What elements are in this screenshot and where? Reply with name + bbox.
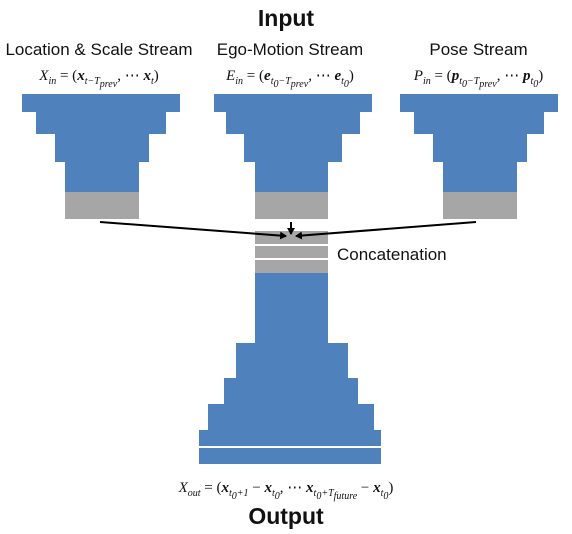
decoder-layer <box>255 273 328 343</box>
encoder-layer <box>433 134 527 162</box>
encoder-layer <box>22 94 180 112</box>
ego-motion-formula: Ein = (et0−Tprev, ⋯ et0) <box>226 68 354 90</box>
concatenated-features <box>255 231 328 273</box>
encoder-feature <box>255 192 328 219</box>
concat-separator <box>255 244 328 246</box>
encoder-feature <box>443 192 517 219</box>
encoder-layer <box>244 134 342 162</box>
pose-formula: Pin = (pt0−Tprev, ⋯ pt0) <box>413 68 544 90</box>
encoder-feature <box>65 192 139 219</box>
encoder-layer <box>400 94 558 112</box>
decoder-layer <box>236 343 348 378</box>
encoder-layer <box>414 112 544 134</box>
arrow-right <box>295 221 477 240</box>
encoder-layer <box>36 112 166 134</box>
encoder-layer <box>214 94 372 112</box>
ego-motion-stream-title: Ego-Motion Stream <box>216 40 364 59</box>
encoder-layer <box>443 162 517 192</box>
encoder-layer <box>55 134 149 162</box>
decoder-layer <box>224 378 358 404</box>
encoder-layer <box>226 112 360 134</box>
encoder-layer <box>255 162 328 192</box>
output-title: Output <box>248 503 324 529</box>
encoder-layer <box>65 162 139 192</box>
concatenation-label: Concatenation <box>337 245 447 264</box>
decoder-separator <box>199 446 381 448</box>
output-formula: Xout = (xt0+1 − xt0, ⋯ xt0+Tfuture − xt0… <box>178 480 394 502</box>
input-title: Input <box>257 5 315 31</box>
concat-separator <box>255 258 328 260</box>
location-scale-formula: Xin = (xt−Tprev, ⋯ xt) <box>39 68 159 90</box>
decoder-layer <box>208 404 374 430</box>
pose-stream-title: Pose Stream <box>429 40 528 59</box>
arrow-left <box>99 221 287 240</box>
location-scale-stream-title: Location & Scale Stream <box>5 40 193 59</box>
